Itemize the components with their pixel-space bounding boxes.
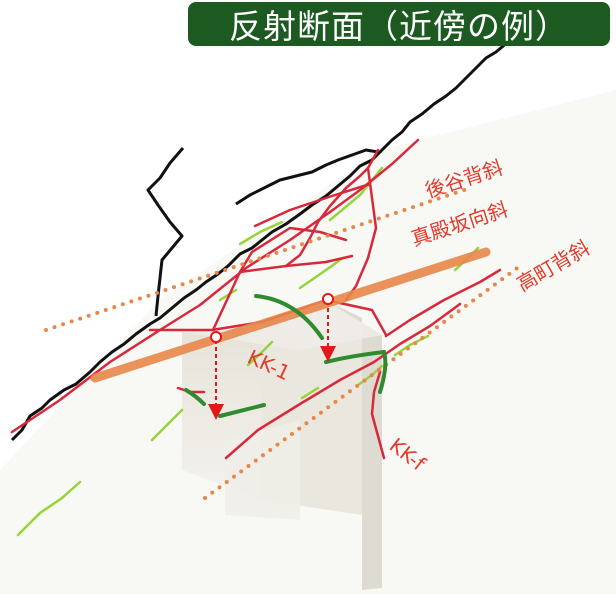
- section-slab-lower: [225, 420, 300, 520]
- projection-point: [210, 331, 222, 343]
- section-block-front-right: [325, 300, 382, 590]
- fault-line: [284, 148, 380, 268]
- fold-axis-ushiroya: [44, 186, 472, 332]
- projection-markers: [208, 293, 336, 420]
- coastline-main: [10, 8, 563, 442]
- fault-line: [224, 302, 462, 460]
- fault-line: [344, 166, 378, 302]
- reflector-trace: [184, 388, 206, 406]
- geology-line: [298, 256, 345, 290]
- geology-line: [300, 386, 320, 400]
- geology-line: [246, 340, 274, 367]
- geology-line: [238, 220, 284, 246]
- projection-point: [322, 293, 334, 305]
- title-banner: 反射断面（近傍の例）: [188, 2, 610, 46]
- seismic-section-line: [90, 247, 491, 383]
- coastline-bay: [235, 148, 379, 206]
- fault-line: [253, 182, 372, 228]
- geology-lines: [16, 166, 480, 537]
- geology-line: [16, 480, 82, 537]
- fold-axes: [44, 186, 522, 500]
- coastline-inland: [146, 147, 185, 317]
- page-title: 反射断面（近傍の例）: [229, 7, 569, 46]
- reflector-trace: [254, 294, 324, 340]
- geology-line: [150, 408, 184, 442]
- reflector-trace: [324, 349, 388, 394]
- fault-line: [384, 268, 502, 338]
- coastline: [10, 8, 563, 442]
- fault-line: [370, 370, 386, 460]
